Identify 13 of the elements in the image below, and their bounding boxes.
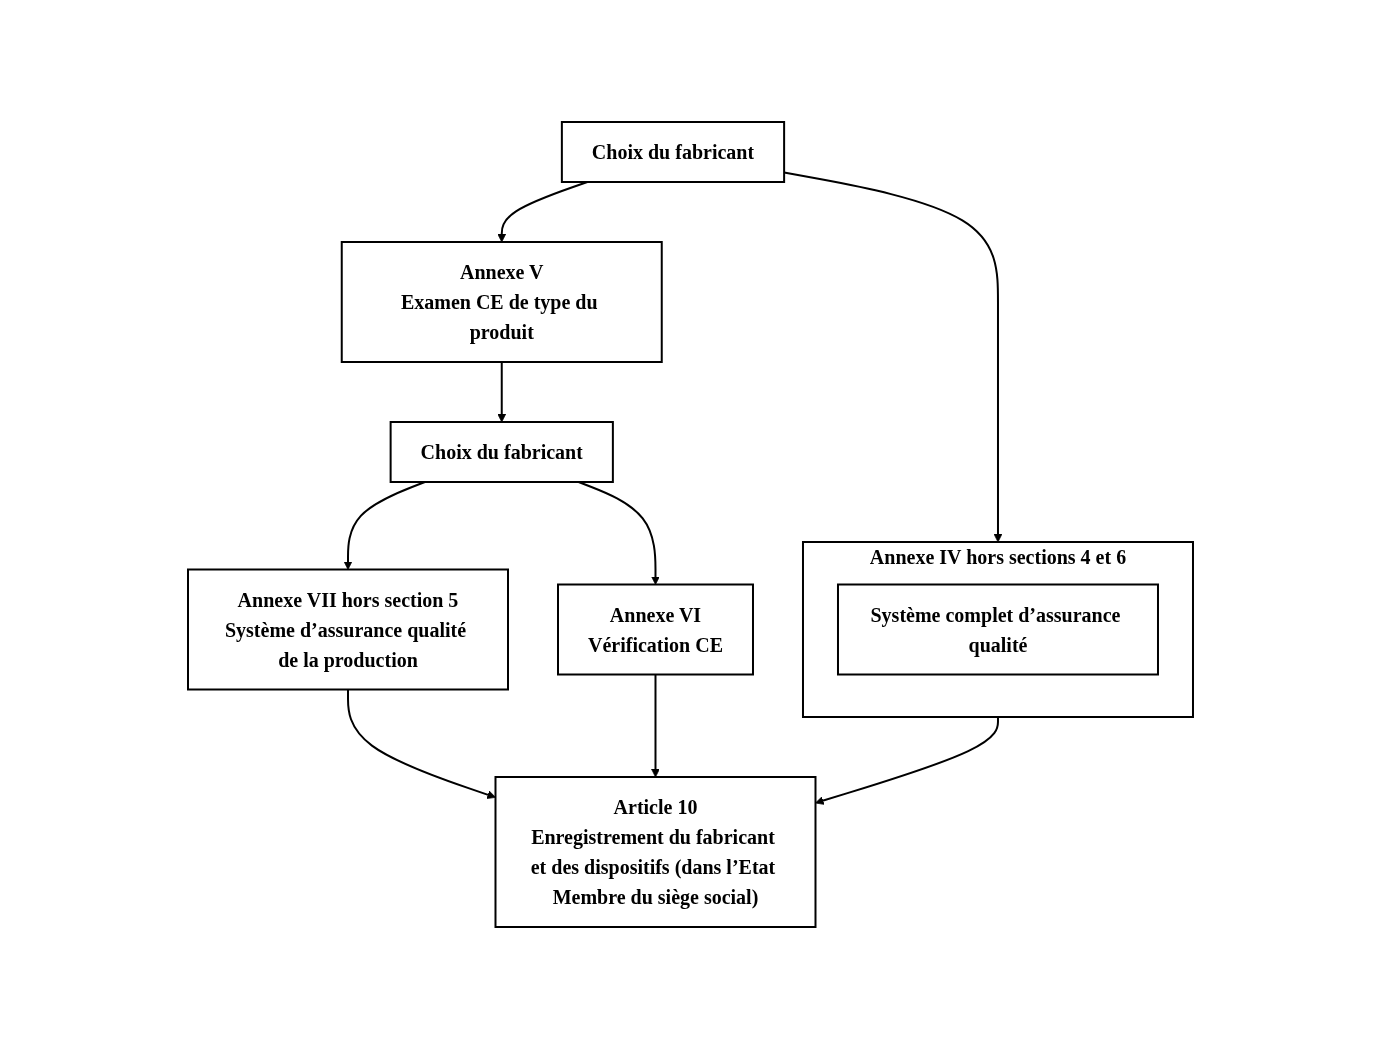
arrow [343,480,426,570]
node-box: Annexe V Examen CE de type du produit [340,240,663,363]
node-box: Article 10 Enregistrement du fabricant et des dispositifs (dans l’Etat Membre du siège social) [494,775,816,928]
arrow [650,673,660,777]
node-box: Choix du fabricant [389,420,614,483]
arrow [814,715,999,805]
node-box: Annexe VI Vérification CE [556,583,754,675]
arrow [496,180,588,242]
arrow [496,360,506,422]
node-box: Choix du fabricant [560,120,785,183]
arrow [577,480,660,585]
node-box: Annexe VII hors section 5 Système d’assurance qualité de la production [186,568,509,690]
node-box: Système complet d’assurance qualité [836,583,1159,675]
